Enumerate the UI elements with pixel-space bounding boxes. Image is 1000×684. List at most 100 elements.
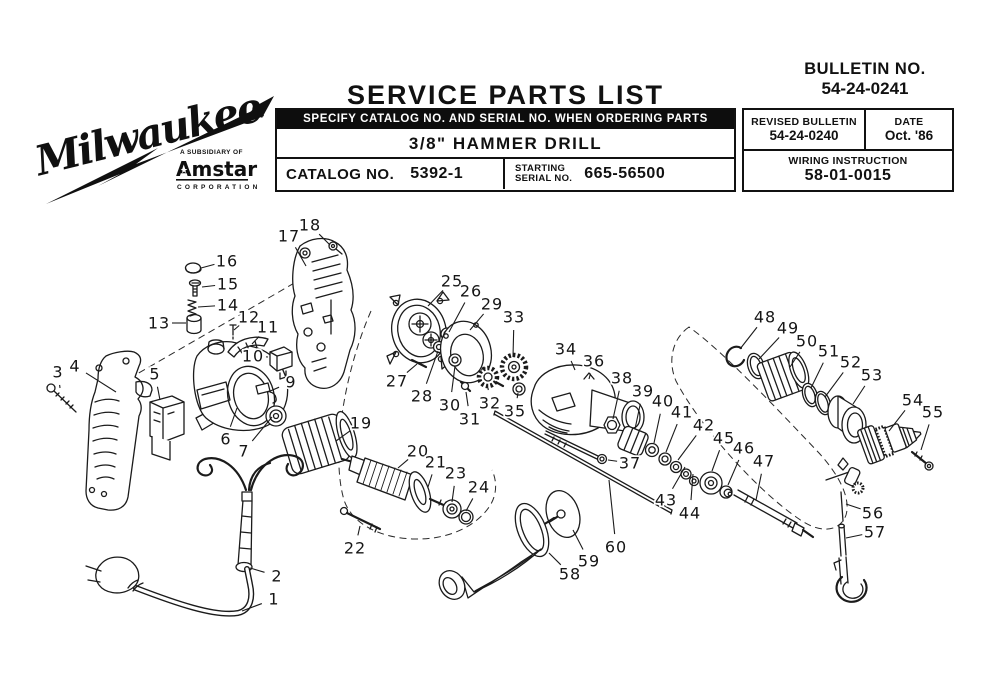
- specify-banner: SPECIFY CATALOG NO. AND SERIAL NO. WHEN …: [277, 110, 734, 129]
- part-32-pinion-gear: [476, 365, 505, 389]
- part-47-spindle: [733, 489, 815, 539]
- part-label-57: 57: [864, 523, 886, 542]
- part-label-59: 59: [578, 552, 600, 571]
- part-label-16: 16: [216, 252, 238, 271]
- part-label-43: 43: [655, 491, 677, 510]
- amstar-star-icon: ★: [180, 165, 188, 175]
- part-13-sleeve: [186, 313, 202, 335]
- catalog-table: SPECIFY CATALOG NO. AND SERIAL NO. WHEN …: [275, 108, 736, 192]
- part-10-brush-holder: [269, 346, 293, 380]
- part-label-46: 46: [733, 439, 755, 458]
- part-leader-24: [465, 498, 474, 512]
- part-leader-50: [789, 351, 801, 368]
- part-leader-17: [294, 247, 307, 267]
- part-leader-5: [156, 386, 161, 401]
- part-leader-53: [852, 385, 866, 405]
- part-label-52: 52: [840, 353, 862, 372]
- part-label-15: 15: [217, 275, 239, 294]
- part-27-pin: [410, 358, 428, 369]
- part-leader-14: [197, 305, 216, 308]
- revision-table: REVISED BULLETIN 54-24-0240 DATE Oct. '8…: [742, 108, 954, 192]
- bulletin-no: BULLETIN NO. 54-24-0241: [770, 60, 960, 100]
- part-leader-57: [845, 534, 863, 539]
- part-45-bearing: [699, 471, 723, 495]
- part-label-33: 33: [503, 308, 525, 327]
- part-58-side-handle: [438, 502, 556, 600]
- part-39-lock-sleeve: [617, 425, 649, 457]
- revised-bulletin-cell: REVISED BULLETIN 54-24-0240: [744, 110, 866, 149]
- part-leader-54: [888, 409, 906, 432]
- part-leader-35: [516, 392, 519, 399]
- part-leader-11: [251, 336, 260, 345]
- part-4-handle-half: [85, 350, 153, 511]
- serial-no-cell: STARTING SERIAL NO. 665-56500: [505, 159, 734, 189]
- part-label-42: 42: [693, 416, 715, 435]
- part-leader-34: [570, 360, 576, 371]
- part-48-c-ring: [725, 345, 746, 368]
- part-label-56: 56: [862, 504, 884, 523]
- part-leader-9: [267, 386, 280, 393]
- date-label: DATE: [894, 116, 924, 128]
- part-leader-12: [233, 325, 240, 331]
- part-label-17: 17: [278, 227, 300, 246]
- part-label-47: 47: [753, 452, 775, 471]
- part-leader-60: [608, 479, 616, 535]
- part-leader-43: [672, 466, 686, 490]
- part-leader-21: [427, 474, 433, 488]
- part-24-retaining-ring: [458, 509, 474, 525]
- part-label-32: 32: [479, 394, 501, 413]
- part-leader-47: [755, 473, 762, 501]
- part-41-washer: [658, 452, 672, 466]
- part-leader-1: [241, 603, 263, 612]
- serial-no-value: 665-56500: [584, 165, 666, 182]
- part-25-gearcase-cover: [386, 291, 451, 370]
- part-label-44: 44: [679, 504, 701, 523]
- part-3-screw: [46, 383, 77, 413]
- revised-bulletin-label: REVISED BULLETIN: [751, 116, 857, 128]
- part-54-chuck: [857, 423, 922, 465]
- part-label-50: 50: [796, 332, 818, 351]
- bulletin-value: 54-24-0241: [821, 79, 909, 99]
- part-label-51: 51: [818, 342, 840, 361]
- part-leader-23: [451, 485, 455, 503]
- part-label-28: 28: [411, 387, 433, 406]
- part-leader-22: [357, 525, 361, 536]
- part-22-bolt: [339, 506, 382, 533]
- part-leader-56: [845, 503, 861, 510]
- part-leader-27: [406, 363, 418, 373]
- part-14-spring: [187, 299, 197, 317]
- part-leader-45: [711, 450, 721, 472]
- lead-wires: [196, 454, 304, 492]
- part-21-fan-washer: [408, 471, 432, 513]
- bulletin-label: BULLETIN NO.: [804, 60, 926, 78]
- part-46-spring: [719, 485, 733, 499]
- part-35-washer: [512, 382, 526, 396]
- date-value: Oct. '86: [884, 128, 934, 143]
- part-label-14: 14: [217, 296, 239, 315]
- part-31-pin-washer: [459, 380, 472, 393]
- part-label-5: 5: [149, 365, 160, 384]
- part-leader-15: [201, 284, 216, 288]
- corporation-text: CORPORATION: [177, 184, 260, 191]
- part-42-washer: [669, 460, 683, 474]
- lightning-bolt-icon: [46, 96, 274, 204]
- part-label-31: 31: [459, 410, 481, 429]
- part-label-55: 55: [922, 403, 944, 422]
- part-55-screw: [910, 450, 934, 471]
- part-label-29: 29: [481, 295, 503, 314]
- part-leader-38: [612, 390, 620, 420]
- part-17-handle-housing: [291, 237, 356, 390]
- part-label-49: 49: [777, 319, 799, 338]
- part-label-19: 19: [350, 414, 372, 433]
- part-leader-59: [572, 529, 584, 550]
- part-leader-28: [425, 350, 439, 384]
- part-leader-52: [824, 372, 844, 398]
- part-leader-18: [318, 233, 331, 246]
- part-6-motor-housing: [192, 339, 289, 432]
- part-leader-39: [634, 403, 641, 430]
- part-label-53: 53: [861, 366, 883, 385]
- part-leader-31: [465, 391, 469, 407]
- amstar-block: A SUBSIDIARY OF Amstar ★ CORPORATION: [176, 149, 260, 191]
